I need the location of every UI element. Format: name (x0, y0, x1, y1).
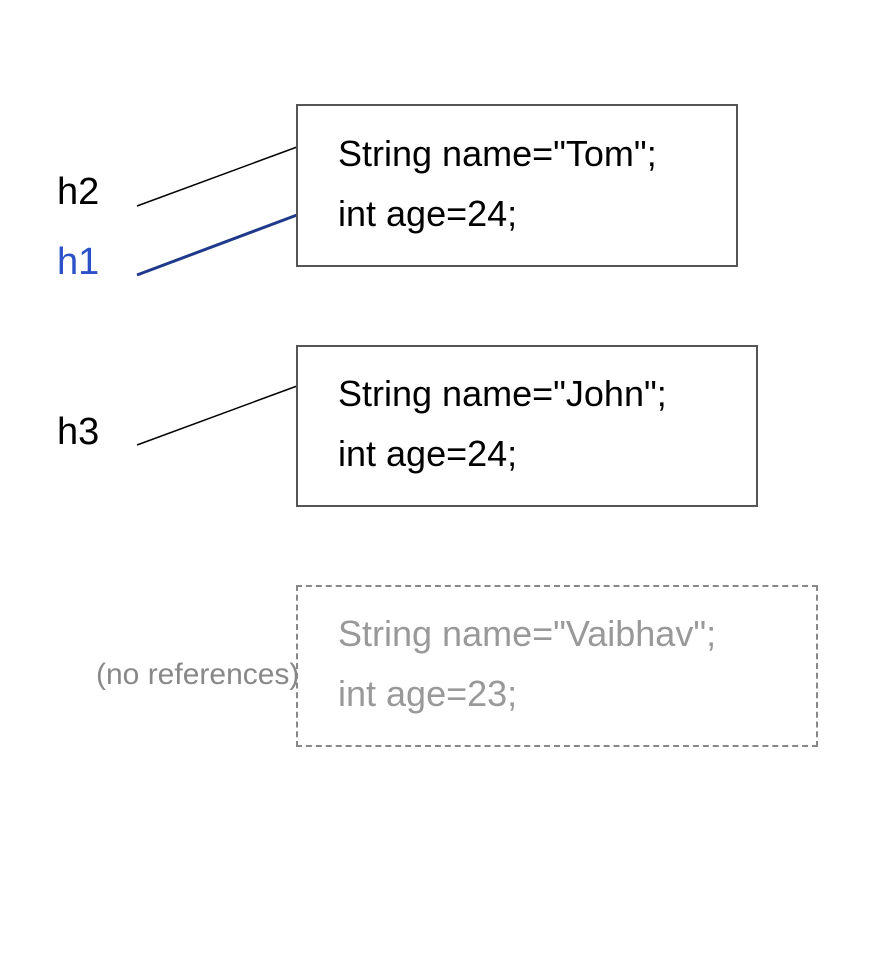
object-box-john: String name="John"; int age=24; (296, 345, 758, 507)
h3-reference-line (136, 385, 298, 446)
reference-label-h3: h3 (57, 411, 100, 453)
object-field-name: String name="John"; (338, 373, 667, 414)
h1-reference-line (136, 213, 298, 277)
object-box-vaibhav: String name="Vaibhav"; int age=23; (296, 585, 818, 747)
object-field-age: int age=24; (338, 193, 518, 234)
object-field-name: String name="Tom"; (338, 133, 657, 174)
no-references-label: (no references) (96, 658, 300, 691)
object-field-name: String name="Vaibhav"; (338, 613, 717, 654)
object-field-age: int age=24; (338, 433, 518, 474)
h2-reference-line (136, 146, 298, 207)
reference-label-h2: h2 (57, 171, 100, 213)
reference-label-h1: h1 (57, 241, 100, 283)
object-box-tom: String name="Tom"; int age=24; (296, 104, 738, 267)
object-field-age: int age=23; (338, 673, 518, 714)
